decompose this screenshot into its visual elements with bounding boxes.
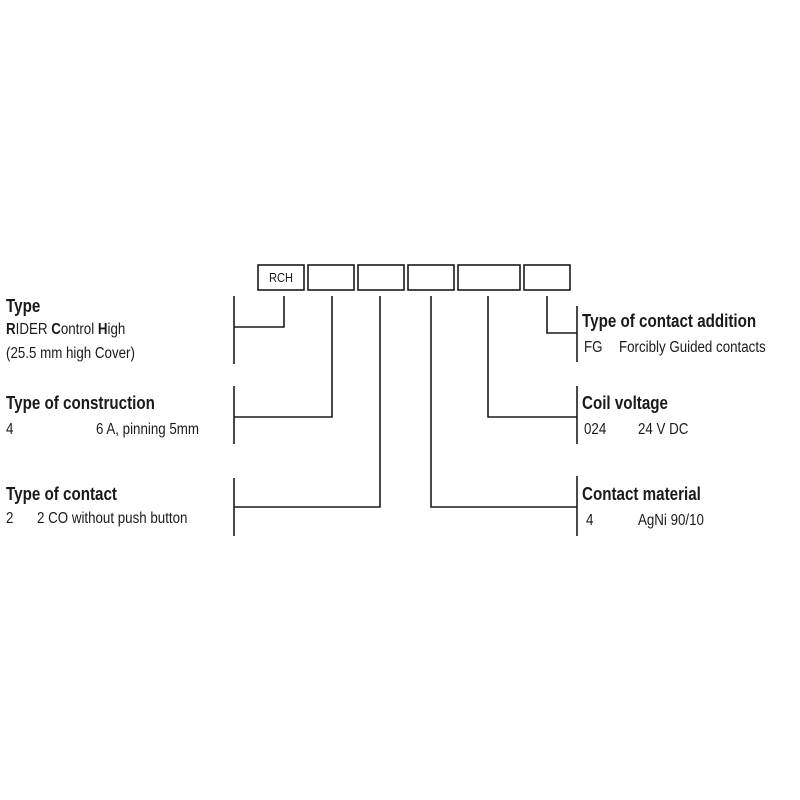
contact-material-desc: AgNi 90/10 (638, 512, 704, 529)
type-word2-rest: ontrol (60, 321, 95, 338)
type-word3-rest: igh (107, 321, 126, 338)
code-box-type (257, 264, 305, 291)
code-box-contact-material (407, 264, 455, 291)
contact-addition-title: Type of contact addition (582, 310, 757, 331)
type-word3-cap: H (97, 321, 108, 338)
type-line1: RIDER Control High (6, 320, 125, 340)
code-box-contact-addition (523, 264, 571, 291)
contact-material-code: 4 (586, 512, 594, 529)
connector-contact-addition (546, 296, 577, 334)
construction-title: Type of construction (6, 392, 155, 413)
construction-code: 4 (6, 421, 14, 438)
connector-contact-material (430, 296, 577, 508)
contact-type-title: Type of contact (6, 483, 117, 504)
type-word1-rest: IDER (15, 321, 48, 338)
contact-material-title: Contact material (582, 483, 701, 504)
contact-type-desc: 2 CO without push button (37, 510, 188, 527)
contact-addition-desc: Forcibly Guided contacts (619, 339, 766, 356)
contact-addition-code: FG (584, 339, 603, 356)
connector-coil-voltage (487, 296, 577, 418)
code-box-prefix-label: RCH (269, 270, 293, 285)
type-line2: (25.5 mm high Cover) (6, 345, 135, 362)
type-title: Type (6, 295, 41, 316)
code-box-construction (307, 264, 355, 291)
type-word2-cap: C (51, 321, 61, 338)
connector-construction (234, 296, 333, 418)
coil-voltage-desc: 24 V DC (638, 421, 689, 438)
construction-desc: 6 A, pinning 5mm (96, 421, 199, 438)
connector-type (234, 296, 285, 328)
coil-voltage-title: Coil voltage (582, 392, 668, 413)
code-box-contact-type (357, 264, 405, 291)
code-box-coil-voltage (457, 264, 521, 291)
contact-type-code: 2 (6, 510, 14, 527)
connector-contact-type (234, 296, 381, 508)
type-word1-cap: R (6, 321, 16, 338)
coil-voltage-code: 024 (584, 421, 607, 438)
